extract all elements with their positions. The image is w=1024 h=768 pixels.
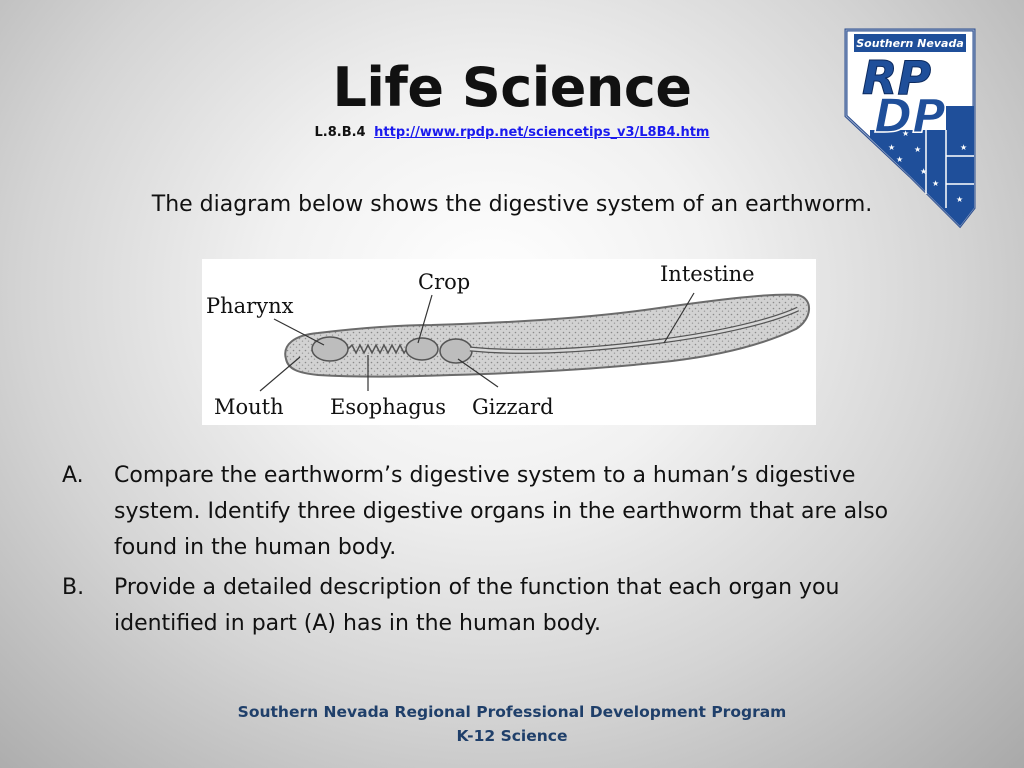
standard-code: L.8.B.4: [314, 125, 366, 140]
label-esophagus: Esophagus: [330, 395, 446, 419]
label-crop: Crop: [418, 270, 470, 294]
svg-text:★: ★: [888, 143, 895, 152]
label-pharynx: Pharynx: [206, 294, 294, 318]
earthworm-digestive-system-drawing: Pharynx Crop Intestine Mouth Esophagus G…: [206, 262, 810, 419]
slide-title: Life Science: [332, 56, 692, 119]
svg-text:★: ★: [960, 143, 967, 152]
label-mouth: Mouth: [214, 395, 284, 419]
standard-link[interactable]: http://www.rpdp.net/sciencetips_v3/L8B4.…: [374, 125, 710, 140]
crop-shape: [405, 337, 439, 361]
question-list: A. Compare the earthworm’s digestive sys…: [62, 458, 922, 646]
svg-text:★: ★: [956, 195, 963, 204]
footer-subtitle: K-12 Science: [456, 727, 568, 745]
question-a: A. Compare the earthworm’s digestive sys…: [62, 458, 922, 566]
earthworm-diagram: Pharynx Crop Intestine Mouth Esophagus G…: [202, 259, 816, 425]
svg-text:★: ★: [932, 179, 939, 188]
nevada-map-logo-icon: ★ ★ ★ ★ ★ ★ ★ ★ Southern Nevada RP DP: [844, 28, 976, 229]
label-gizzard: Gizzard: [472, 395, 554, 419]
esophagus-shape: [347, 343, 409, 355]
question-text: Provide a detailed description of the fu…: [114, 575, 840, 636]
svg-text:★: ★: [896, 155, 903, 164]
label-intestine: Intestine: [660, 262, 755, 286]
pharynx-shape: [311, 336, 349, 362]
svg-text:★: ★: [920, 167, 927, 176]
gizzard-shape: [439, 338, 473, 364]
logo-line1: RP: [862, 51, 931, 105]
rpdp-logo: ★ ★ ★ ★ ★ ★ ★ ★ Southern Nevada RP DP: [840, 26, 976, 230]
footer-program-name: Southern Nevada Regional Professional De…: [237, 703, 787, 721]
logo-top-text: Southern Nevada: [856, 37, 964, 50]
footer: Southern Nevada Regional Professional De…: [0, 700, 1024, 748]
question-letter: A.: [62, 463, 84, 488]
standard-reference: L.8.B.4 http://www.rpdp.net/sciencetips_…: [0, 125, 1024, 140]
worm-body: [284, 293, 810, 378]
intro-text: The diagram below shows the digestive sy…: [151, 192, 873, 217]
question-b: B. Provide a detailed description of the…: [62, 570, 922, 642]
svg-text:★: ★: [914, 145, 921, 154]
question-text: Compare the earthworm’s digestive system…: [114, 463, 889, 560]
svg-text:★: ★: [902, 129, 909, 138]
question-letter: B.: [62, 575, 85, 600]
logo-line2: DP: [874, 89, 946, 143]
